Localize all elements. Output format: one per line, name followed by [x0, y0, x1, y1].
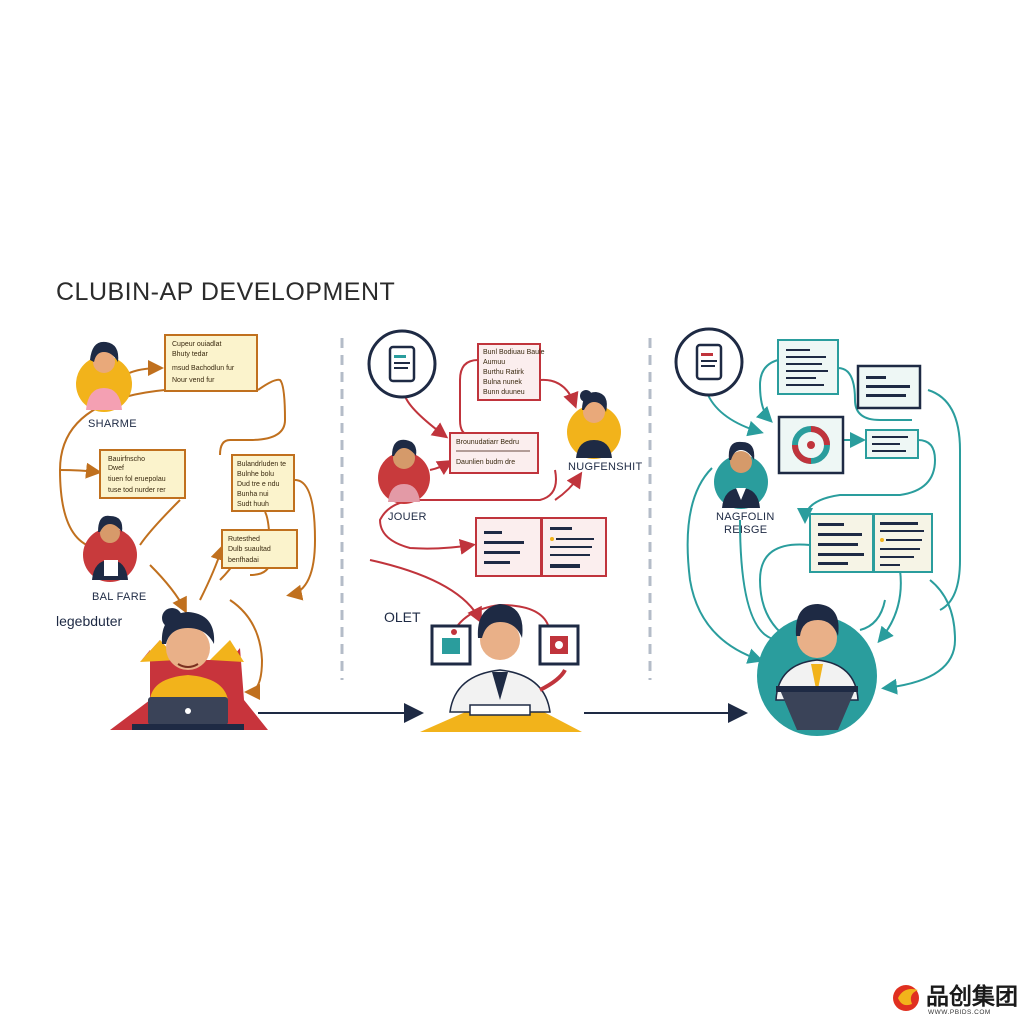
- label-nugfenshit: NUGFENSHIT: [568, 461, 643, 473]
- developer-at-laptop: [110, 608, 268, 730]
- target-chart-card: [777, 415, 845, 475]
- watermark-url: WWW.PBIDS.COM: [928, 1009, 991, 1016]
- doc-line: Bunha nui: [237, 491, 269, 498]
- doc-line: Sudt huuh: [237, 501, 269, 508]
- doc-line: Bulnhe bolu: [237, 471, 274, 478]
- stage-3-document-1: [777, 339, 839, 395]
- doc-line: Bulna nunek: [483, 379, 522, 386]
- doc-line: Brounudatiarr Bedru: [456, 439, 519, 446]
- stage-2-document-4: [541, 517, 607, 577]
- stage-2-document-2: Brounudatiarr Bedru Daunlien budm dre: [449, 432, 539, 474]
- label-reisge: REISGE: [724, 524, 767, 536]
- doc-line: msud Bachodlun fur: [172, 365, 235, 372]
- label-olet: OLET: [384, 609, 421, 625]
- doc-line: Dud tre e ndu: [237, 481, 280, 488]
- stage-1-document-4: Rutesthed Dulb suaultad benfhadai: [221, 529, 298, 569]
- doc-line: Bauirfnscho: [108, 456, 145, 463]
- label-sharme: SHARME: [88, 418, 137, 430]
- doc-line: Dwef: [108, 465, 124, 472]
- person-avatar-jouer: [378, 439, 430, 504]
- stage-3-document-5: [873, 513, 933, 573]
- doc-line: Aumuu: [483, 359, 505, 366]
- doc-line: Bunl Bodiuau Baule: [483, 349, 545, 356]
- doc-line: Rutesthed: [228, 536, 260, 543]
- person-avatar-sharme: [76, 341, 132, 412]
- watermark-logo: 品创集团 WWW.PBIDS.COM: [893, 983, 1018, 1016]
- stage-3: NAGFOLIN REISGE: [674, 327, 961, 736]
- stage-1-document-2: Bauirfnscho Dwef tiuen fol eruepolau tus…: [99, 449, 186, 499]
- label-bal-fare: BAL FARE: [92, 591, 147, 603]
- doc-line: Nour vend fur: [172, 377, 215, 384]
- developer-presenting: [420, 604, 582, 732]
- stage-3-document-3: [865, 429, 919, 459]
- phone-icon: [367, 329, 437, 399]
- doc-line: Dulb suaultad: [228, 546, 271, 553]
- person-avatar-nugfenshit: [567, 390, 621, 459]
- stage-1-document-1: Cupeur ouiadlat Bhuty tedar msud Bachodl…: [164, 334, 258, 392]
- person-avatar-bal-fare: [83, 515, 137, 582]
- doc-line: benfhadai: [228, 557, 259, 564]
- stage-3-document-4: [809, 513, 874, 573]
- label-nagfolin: NAGFOLIN: [716, 511, 775, 523]
- doc-line: tiuen fol eruepolau: [108, 476, 166, 483]
- stage-3-connectors: [686, 359, 961, 695]
- stage-1-connectors: [58, 360, 317, 700]
- label-legebduter: legebduter: [56, 613, 123, 629]
- phone-icon: [674, 327, 744, 397]
- stage-1: Cupeur ouiadlat Bhuty tedar msud Bachodl…: [56, 334, 317, 730]
- watermark-text: 品创集团: [926, 983, 1018, 1009]
- doc-line: Bunn duuneu: [483, 389, 525, 396]
- diagram-title: CLUBIN-AP DEVELOPMENT: [56, 278, 395, 306]
- stage-2-document-3: [475, 517, 542, 577]
- developer-at-podium: [757, 604, 877, 736]
- doc-line: Daunlien budm dre: [456, 459, 515, 466]
- person-avatar-nagfolin: [714, 441, 768, 509]
- stage-1-document-3: Bulandrluden te Bulnhe bolu Dud tre e nd…: [231, 454, 295, 512]
- doc-line: Bulandrluden te: [237, 461, 286, 468]
- doc-line: Cupeur ouiadlat: [172, 341, 221, 348]
- doc-line: Burthu Ratirk: [483, 369, 524, 376]
- stage-3-document-2: [856, 364, 922, 410]
- doc-line: tuse tod nurder rer: [108, 487, 166, 494]
- label-jouer: JOUER: [388, 511, 427, 523]
- doc-line: Bhuty tedar: [172, 351, 208, 358]
- stage-2-document-1: Bunl Bodiuau Baule Aumuu Burthu Ratirk B…: [477, 343, 545, 401]
- stage-2: Bunl Bodiuau Baule Aumuu Burthu Ratirk B…: [367, 329, 643, 732]
